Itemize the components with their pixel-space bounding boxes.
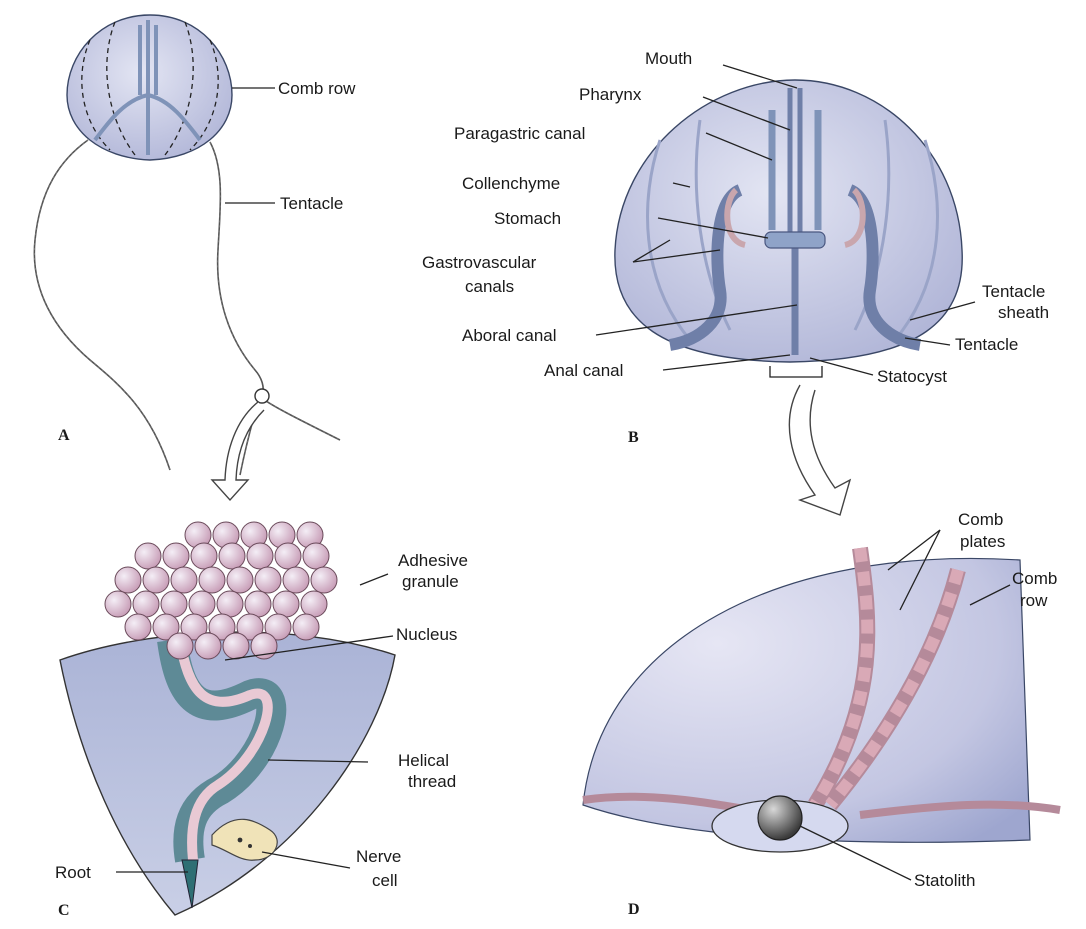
- adhesive-granule: [167, 633, 193, 659]
- label-comb-row-2: row: [1020, 591, 1048, 610]
- label-mouth: Mouth: [645, 49, 692, 68]
- label-statolith: Statolith: [914, 871, 975, 890]
- adhesive-granule: [245, 591, 271, 617]
- label-statocyst: Statocyst: [877, 367, 947, 386]
- adhesive-granule: [217, 591, 243, 617]
- adhesive-granule: [273, 591, 299, 617]
- zoom-arrow-a-to-c: [212, 402, 264, 500]
- stomach-b: [765, 232, 825, 248]
- adhesive-granule: [303, 543, 329, 569]
- adhesive-granule: [275, 543, 301, 569]
- adhesive-granule: [293, 614, 319, 640]
- adhesive-granule-cluster: [105, 522, 337, 659]
- label-nerve-2: cell: [372, 871, 398, 890]
- label-comb-row-1: Comb: [1012, 569, 1057, 588]
- adhesive-granule: [223, 633, 249, 659]
- panel-c: Adhesive granule Nucleus Helical thread …: [55, 522, 468, 919]
- panel-b: Mouth Pharynx Paragastric canal Collench…: [422, 49, 1049, 515]
- adhesive-granule: [283, 567, 309, 593]
- adhesive-granule: [135, 543, 161, 569]
- adhesive-granule: [255, 567, 281, 593]
- label-tentacle-sheath-1: Tentacle: [982, 282, 1045, 301]
- panel-letter-c: C: [58, 902, 70, 919]
- label-comb-plates-2: plates: [960, 532, 1005, 551]
- adhesive-granule: [301, 591, 327, 617]
- tentacle-focus-circle: [255, 389, 269, 403]
- label-gastrovascular-2: canals: [465, 277, 514, 296]
- label-gastrovascular-1: Gastrovascular: [422, 253, 537, 272]
- label-nucleus: Nucleus: [396, 625, 457, 644]
- adhesive-granule: [195, 633, 221, 659]
- adhesive-granule: [191, 543, 217, 569]
- statolith-ball: [758, 796, 802, 840]
- label-paragastric-canal: Paragastric canal: [454, 124, 585, 143]
- label-comb-plates-1: Comb: [958, 510, 1003, 529]
- label-tentacle-a: Tentacle: [280, 194, 343, 213]
- panel-letter-d: D: [628, 901, 640, 918]
- label-helical-1: Helical: [398, 751, 449, 770]
- adhesive-granule: [105, 591, 131, 617]
- adhesive-granule: [161, 591, 187, 617]
- adhesive-granule: [115, 567, 141, 593]
- label-collenchyme: Collenchyme: [462, 174, 560, 193]
- adhesive-granule: [199, 567, 225, 593]
- label-pharynx: Pharynx: [579, 85, 642, 104]
- adhesive-granule: [143, 567, 169, 593]
- adhesive-granule: [163, 543, 189, 569]
- label-adhesive-1: Adhesive: [398, 551, 468, 570]
- label-tentacle-sheath-2: sheath: [998, 303, 1049, 322]
- adhesive-granule: [189, 591, 215, 617]
- label-comb-row-a: Comb row: [278, 79, 356, 98]
- label-tentacle-b: Tentacle: [955, 335, 1018, 354]
- panel-d: Comb plates Comb row Statolith D: [583, 510, 1060, 918]
- statocyst-bracket: [770, 366, 822, 377]
- label-anal-canal: Anal canal: [544, 361, 623, 380]
- ctenophore-body-a: [67, 15, 232, 160]
- panel-letter-a: A: [58, 427, 70, 444]
- label-adhesive-2: granule: [402, 572, 459, 591]
- adhesive-granule: [219, 543, 245, 569]
- adhesive-granule: [171, 567, 197, 593]
- adhesive-granule: [311, 567, 337, 593]
- adhesive-granule: [125, 614, 151, 640]
- panel-letter-b: B: [628, 429, 639, 446]
- adhesive-granule: [247, 543, 273, 569]
- label-stomach: Stomach: [494, 209, 561, 228]
- adhesive-granule: [133, 591, 159, 617]
- panel-a: Comb row Tentacle A: [34, 15, 356, 500]
- label-nerve-1: Nerve: [356, 847, 401, 866]
- label-aboral-canal: Aboral canal: [462, 326, 557, 345]
- label-helical-2: thread: [408, 772, 456, 791]
- tentacles-a: [34, 140, 340, 475]
- label-root: Root: [55, 863, 91, 882]
- adhesive-granule: [227, 567, 253, 593]
- zoom-arrow-b-to-d: [789, 385, 850, 515]
